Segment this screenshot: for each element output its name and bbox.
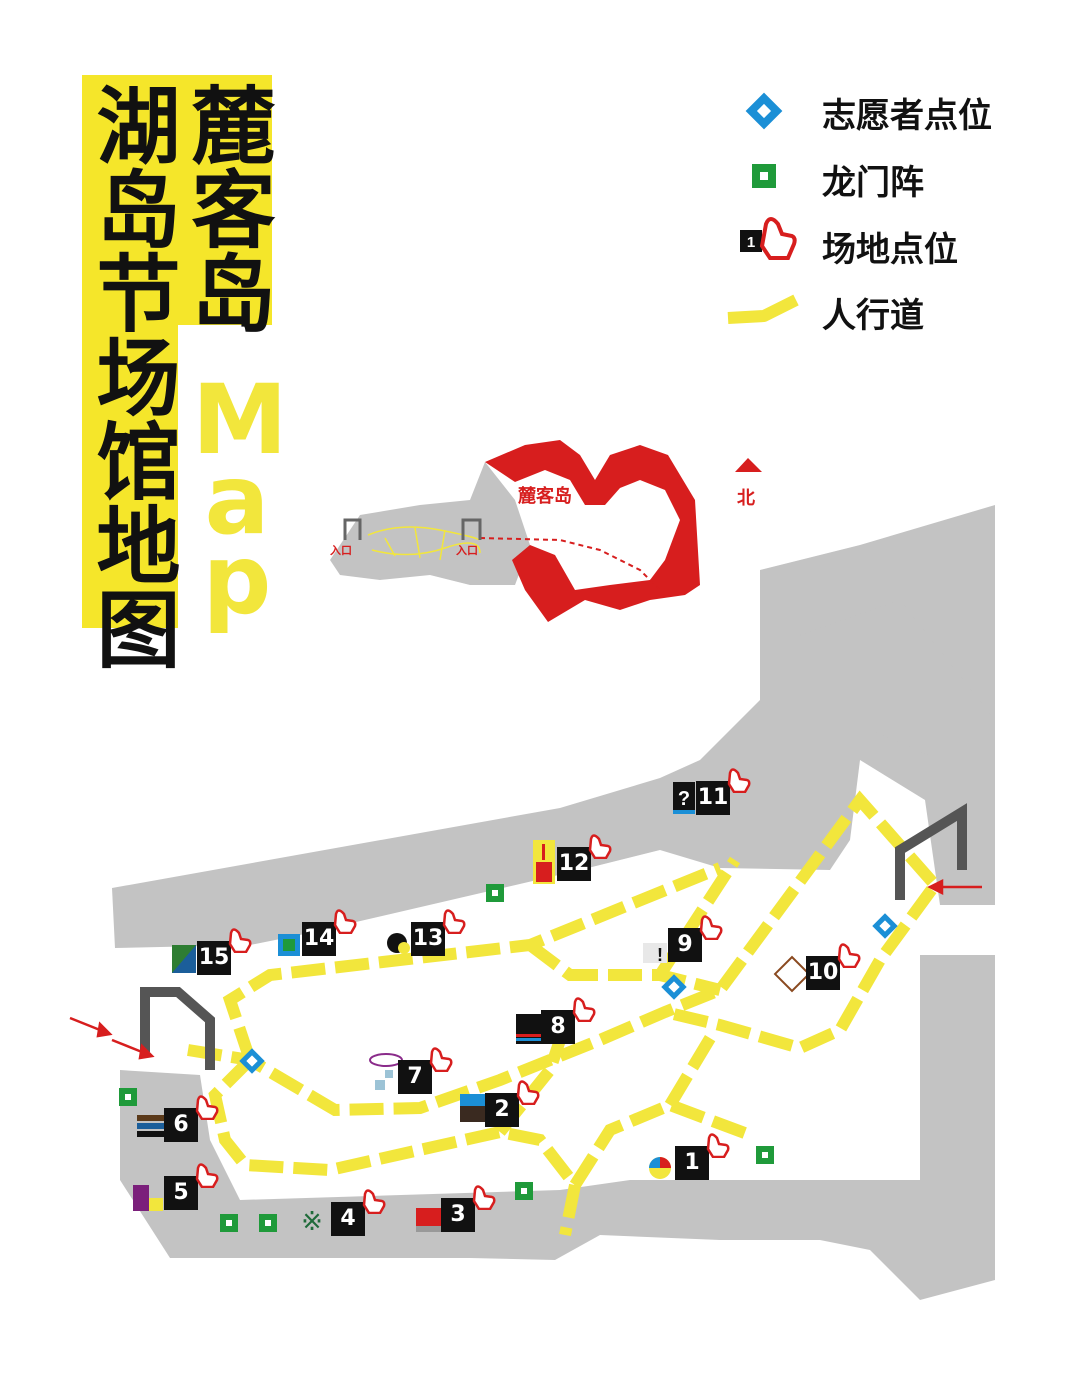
venue-hand-icon	[699, 915, 723, 940]
dragon-gate-square-icon	[752, 164, 776, 188]
ground-area	[112, 505, 995, 1300]
legend-label-venue: 场地点位	[822, 230, 958, 270]
venue-hand-icon	[195, 1095, 219, 1120]
volunteer-point	[872, 913, 898, 939]
legend-label-walkway: 人行道	[822, 296, 924, 336]
map-letter-m: M	[192, 364, 288, 476]
map-letter-p: p	[202, 524, 272, 636]
venue-hand-icon	[837, 943, 861, 968]
venue-hand-icon	[442, 909, 466, 934]
map-letter-a: a	[204, 444, 270, 556]
venue-number-7[interactable]: 7	[398, 1060, 432, 1094]
dragon-gate-points	[119, 884, 774, 1232]
subtitle-vertical: 湖岛节场馆地图	[83, 82, 181, 670]
legend-label-dragon-gate: 龙门阵	[822, 163, 924, 203]
title-vertical: 麓客岛	[178, 82, 276, 334]
venue-number-3[interactable]: 3	[441, 1198, 475, 1232]
venue-number-8[interactable]: 8	[541, 1010, 575, 1044]
title-band-right	[178, 75, 272, 325]
svg-text:※: ※	[301, 1207, 323, 1237]
venue-hand-icon	[333, 909, 357, 934]
entry-arrows	[69, 878, 982, 1060]
title-band-left	[82, 75, 178, 628]
venue-hand-icon	[472, 1185, 496, 1210]
venue-hand-icon	[727, 768, 751, 793]
volunteer-point	[661, 974, 687, 1000]
north-label: 北	[737, 488, 755, 509]
inset-entry-left: 入口	[330, 544, 352, 557]
venue-number-9[interactable]: 9	[668, 928, 702, 962]
venue-hand-icon	[429, 1047, 453, 1072]
venue-hand-icon	[588, 834, 612, 859]
venue-hand-icon	[195, 1163, 219, 1188]
venue-number-13[interactable]: 13	[411, 922, 445, 956]
venue-hand-icon	[516, 1080, 540, 1105]
venue-hand-icon	[228, 928, 252, 953]
venue-hand-icon	[572, 997, 596, 1022]
volunteer-diamond-icon	[745, 92, 783, 130]
map-word: M a p	[192, 364, 288, 636]
venue-decor-icons: ※ ! ?	[133, 782, 811, 1237]
legend-label-volunteer: 志愿者点位	[822, 96, 992, 136]
inset-entry-right: 入口	[456, 544, 478, 557]
venue-number-6[interactable]: 6	[164, 1108, 198, 1142]
venue-number-1[interactable]: 1	[675, 1146, 709, 1180]
venue-number-4[interactable]: 4	[331, 1202, 365, 1236]
venue-hand-icon	[706, 1133, 730, 1158]
venue-number-14[interactable]: 14	[302, 922, 336, 956]
venue-number-2[interactable]: 2	[485, 1093, 519, 1127]
venue-number-10[interactable]: 10	[806, 956, 840, 990]
venue-number-15[interactable]: 15	[197, 941, 231, 975]
inset-island-label: 麓客岛	[518, 486, 572, 507]
walkway-stroke-icon	[727, 294, 799, 324]
venue-number-11[interactable]: 11	[696, 781, 730, 815]
venue-number-12[interactable]: 12	[557, 847, 591, 881]
venue-hand-icon: 1	[740, 217, 797, 260]
svg-text:?: ?	[678, 788, 690, 810]
entrance-gates	[140, 803, 967, 1070]
venue-number-5[interactable]: 5	[164, 1176, 198, 1210]
svg-text:1: 1	[747, 234, 755, 251]
svg-text:!: !	[657, 945, 663, 965]
inset-island	[330, 440, 762, 622]
venue-hand-icon	[362, 1189, 386, 1214]
